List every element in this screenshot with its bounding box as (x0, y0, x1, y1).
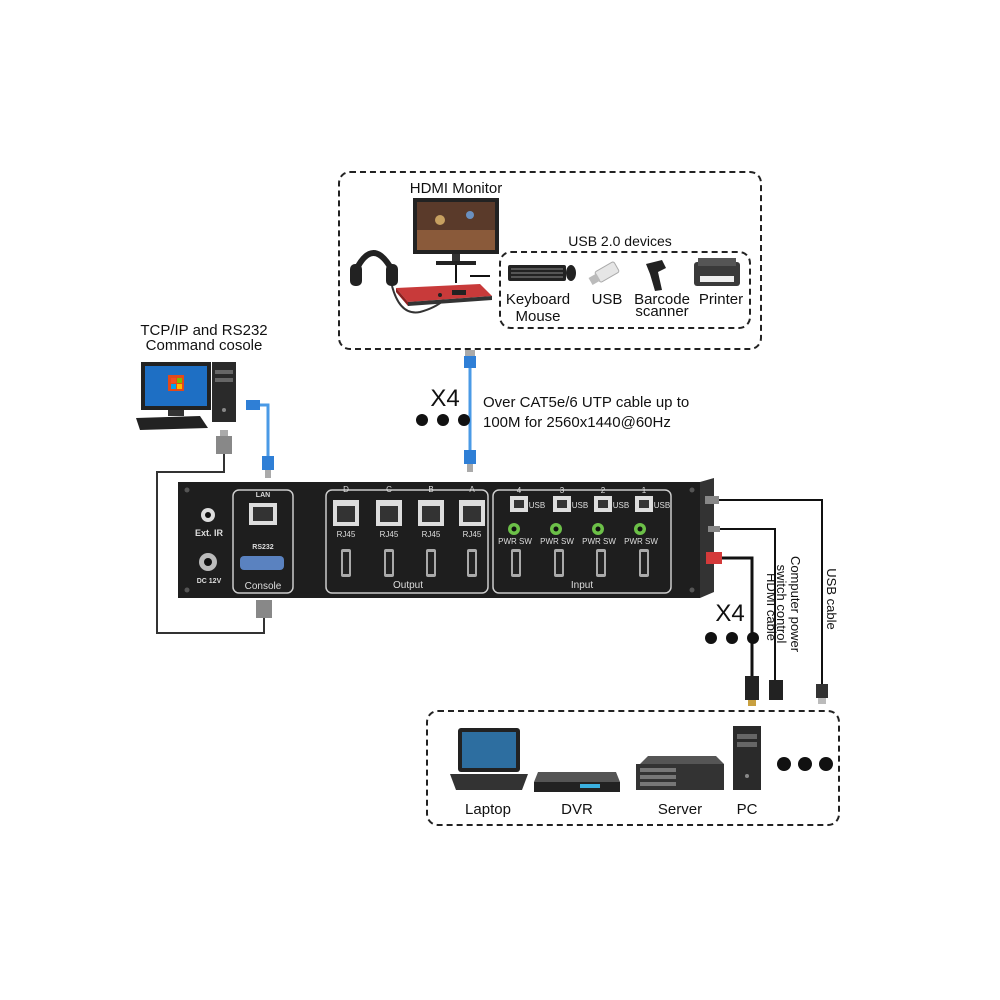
hdmi-cable-source (706, 552, 759, 706)
console-label: Console (244, 581, 282, 592)
pc-label: PC (736, 801, 758, 818)
rs232-cable (156, 430, 272, 634)
cables-multiplier-label: X4 (715, 600, 745, 627)
kvm-extender-panel (178, 478, 714, 598)
sources-group-box (426, 710, 840, 826)
output-letter-d: D (343, 485, 349, 494)
cat-description-line2: 100M for 2560x1440@60Hz (483, 414, 671, 431)
laptop-icon (450, 728, 528, 790)
usb-devices-label: USB 2.0 devices (568, 233, 672, 249)
mouse-label: Mouse (515, 308, 561, 325)
headphones-icon (350, 250, 445, 314)
lan-label: LAN (255, 492, 271, 499)
pc-tower-icon (733, 726, 761, 790)
scanner-label: scanner (635, 303, 689, 320)
cat-cable-top (464, 350, 476, 472)
usb-label: USB (591, 291, 623, 308)
pwr-sw-label-3: PWR SW (582, 537, 616, 546)
rj45-label-2: RJ45 (379, 530, 399, 539)
usb-cable-label: USB cable (824, 568, 839, 630)
input-number-1: 1 (641, 486, 647, 495)
rj45-label-1: RJ45 (336, 530, 356, 539)
command-console-title-line1: TCP/IP and RS232 (140, 322, 268, 339)
hdmi-monitor-icon (413, 198, 499, 265)
console-tower-icon (212, 362, 236, 422)
pwr-sw-label-2: PWR SW (540, 537, 574, 546)
cat-multiplier-label: X4 (430, 385, 460, 412)
console-monitor-icon (141, 362, 211, 416)
dvr-label: DVR (561, 801, 593, 818)
remote-user-group-box (338, 171, 762, 350)
barcode-label: Barcode (634, 291, 690, 308)
usb-port-label-4: USB (653, 501, 671, 510)
pwr-sw-label-4: PWR SW (624, 537, 658, 546)
power-cable-label-line1: Computer power (788, 555, 803, 653)
command-console-title-line2: Command cosole (145, 337, 263, 354)
usb-stick-icon (588, 261, 620, 285)
printer-label: Printer (698, 291, 744, 308)
printer-icon (694, 258, 740, 286)
power-switch-cable (708, 526, 783, 700)
input-number-3: 3 (559, 486, 565, 495)
laptop-label: Laptop (465, 801, 511, 818)
output-letter-b: B (428, 485, 434, 494)
output-letter-c: C (386, 485, 392, 494)
rj45-label-4: RJ45 (462, 530, 482, 539)
usb-port-label-1: USB (528, 501, 546, 510)
input-label: Input (570, 580, 594, 591)
usb-port-label-3: USB (612, 501, 630, 510)
usb-devices-group-box (499, 251, 751, 329)
rs232-label: RS232 (252, 544, 274, 551)
keyboard-icon (508, 265, 566, 281)
usb-cable-source (705, 496, 828, 704)
dots-sources-icon (777, 757, 833, 771)
dc-label: DC 12V (196, 578, 222, 585)
usb-port-label-2: USB (571, 501, 589, 510)
console-keyboard-icon (136, 416, 208, 430)
ext-ir-label: Ext. IR (194, 528, 223, 538)
keyboard-label: Keyboard (505, 291, 571, 308)
server-icon (636, 756, 724, 790)
lan-cable-console (246, 400, 274, 478)
dvr-icon (534, 772, 620, 792)
dots-top-icon (416, 414, 470, 426)
output-label: Output (392, 580, 424, 591)
receiver-unit-icon (396, 284, 492, 306)
barcode-scanner-icon (646, 260, 666, 291)
cat-description-line1: Over CAT5e/6 UTP cable up to (483, 394, 690, 411)
input-number-4: 4 (516, 486, 522, 495)
power-cable-label-line2: switch control (774, 564, 789, 644)
input-number-2: 2 (600, 486, 606, 495)
rj45-label-3: RJ45 (421, 530, 441, 539)
output-letter-a: A (469, 485, 475, 494)
server-label: Server (657, 801, 703, 818)
mouse-icon (566, 265, 576, 281)
pwr-sw-label-1: PWR SW (498, 537, 532, 546)
hdmi-monitor-label: HDMI Monitor (409, 180, 503, 197)
